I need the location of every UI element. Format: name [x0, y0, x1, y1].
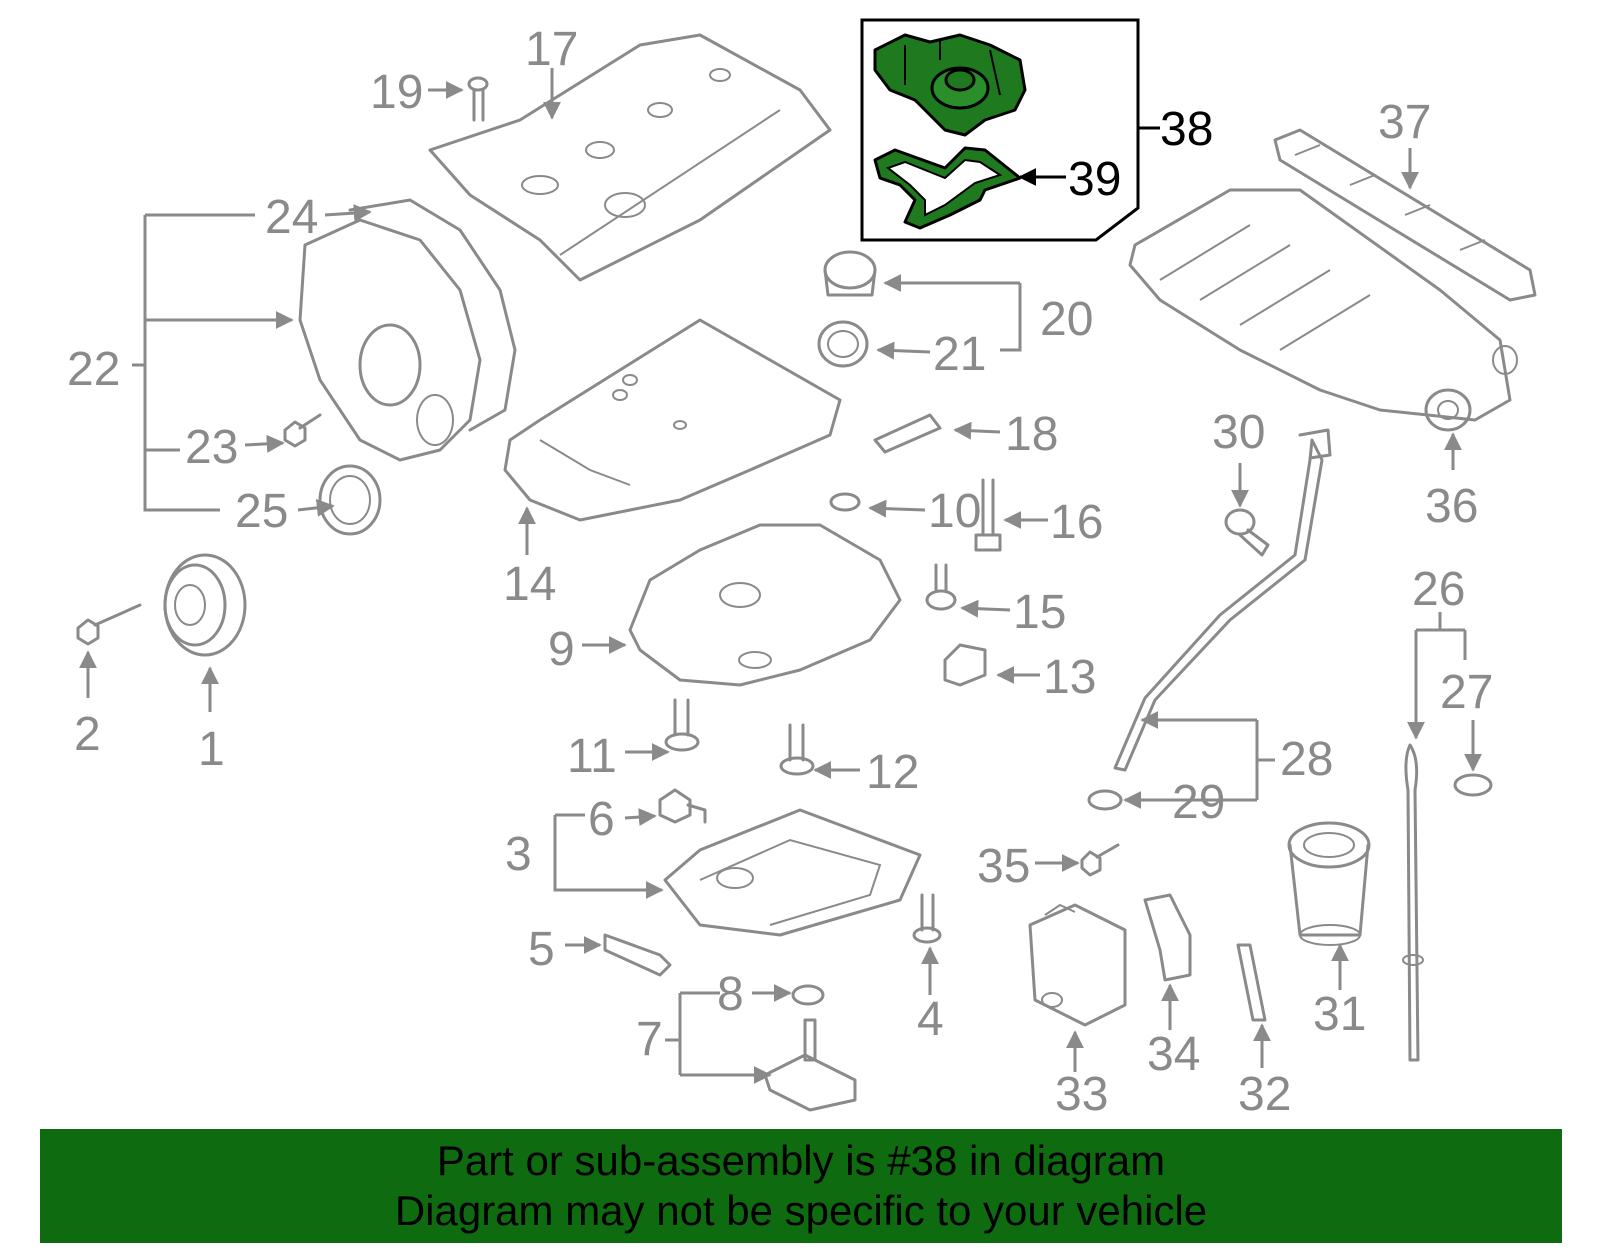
- dipstick-part-26[interactable]: [1402, 743, 1424, 1062]
- callout-27: 27: [1440, 666, 1493, 719]
- callout-20: 20: [1040, 293, 1093, 346]
- callout-7: 7: [636, 1013, 663, 1066]
- callout-31: 31: [1313, 988, 1366, 1041]
- callout-36: 36: [1425, 480, 1478, 533]
- callout-16: 16: [1050, 496, 1103, 549]
- info-banner: Part or sub-assembly is #38 in diagram D…: [40, 1129, 1562, 1243]
- callout-1: 1: [198, 723, 225, 776]
- dowel-part-32[interactable]: [1236, 943, 1267, 1022]
- valve-cover-part[interactable]: [428, 33, 832, 282]
- bolt-part-23[interactable]: [283, 413, 322, 448]
- oil-filter-part-31[interactable]: [1287, 821, 1371, 946]
- bolt-part-35[interactable]: [1080, 843, 1120, 877]
- callout-35: 35: [977, 840, 1030, 893]
- banner-line-2: Diagram may not be specific to your vehi…: [394, 1187, 1208, 1234]
- callout-2: 2: [74, 708, 101, 761]
- oil-cap-seal-part-21[interactable]: [817, 320, 869, 368]
- manifold-gasket-part-37[interactable]: [1273, 128, 1537, 302]
- callout-14: 14: [503, 558, 556, 611]
- oil-cooler-part-33[interactable]: [1028, 903, 1127, 1027]
- o-ring-part-27[interactable]: [1453, 773, 1493, 797]
- callout-26: 26: [1412, 563, 1465, 616]
- washer-part-10[interactable]: [829, 492, 861, 512]
- crankcase-vent-part-38[interactable]: [873, 33, 1027, 137]
- dipstick-tube-part-28[interactable]: [1113, 428, 1332, 772]
- callout-24: 24: [265, 191, 318, 244]
- timing-cover-part[interactable]: [298, 198, 517, 462]
- bracket-part-34[interactable]: [1143, 893, 1192, 982]
- banner-line-1: Part or sub-assembly is #38 in diagram: [436, 1137, 1166, 1184]
- gasket-part-39[interactable]: [873, 146, 1022, 230]
- bolt-part-16[interactable]: [974, 478, 1002, 552]
- callout-33: 33: [1055, 1068, 1108, 1121]
- bolt-part-11[interactable]: [664, 698, 700, 752]
- callout-19: 19: [370, 66, 423, 119]
- o-ring-part-8[interactable]: [791, 984, 825, 1006]
- bolt-part-12[interactable]: [779, 723, 815, 776]
- callout-4: 4: [917, 993, 944, 1046]
- callout-32: 32: [1238, 1068, 1291, 1121]
- callout-18: 18: [1005, 408, 1058, 461]
- level-sensor-part-7[interactable]: [763, 1018, 857, 1112]
- o-ring-part-29[interactable]: [1087, 789, 1123, 811]
- callout-23: 23: [185, 421, 238, 474]
- callout-39: 39: [1068, 153, 1121, 206]
- callout-30: 30: [1212, 406, 1265, 459]
- callout-25: 25: [235, 485, 288, 538]
- baffle-part-14[interactable]: [503, 318, 842, 522]
- callout-17: 17: [525, 23, 578, 76]
- callout-3: 3: [505, 828, 532, 881]
- callout-37: 37: [1378, 96, 1431, 149]
- callout-15: 15: [1013, 586, 1066, 639]
- bolt-part-15[interactable]: [925, 563, 957, 611]
- pulley-part-1[interactable]: [163, 553, 247, 657]
- callout-34: 34: [1147, 1028, 1200, 1081]
- bracket-part-30[interactable]: [1224, 508, 1270, 557]
- oil-pan-part-3[interactable]: [663, 808, 922, 937]
- callout-6: 6: [588, 793, 615, 846]
- intake-manifold-part-36[interactable]: [1128, 188, 1518, 432]
- callout-38: 38: [1160, 103, 1213, 156]
- leader-lines: [79, 68, 1482, 1084]
- callout-13: 13: [1043, 651, 1096, 704]
- callout-21: 21: [933, 328, 986, 381]
- sensor-part-18[interactable]: [873, 413, 942, 454]
- callout-12: 12: [866, 746, 919, 799]
- oil-cap-part-20[interactable]: [823, 250, 877, 297]
- callout-labels: 19 17 24 22 23 25 2 1 14 9 20 21 18 10 1…: [67, 23, 1493, 1121]
- clip-part-13[interactable]: [943, 643, 987, 687]
- callout-5: 5: [528, 923, 555, 976]
- callout-9: 9: [548, 623, 575, 676]
- callout-8: 8: [717, 968, 744, 1021]
- callout-28: 28: [1280, 733, 1333, 786]
- callout-10: 10: [928, 485, 981, 538]
- bolt-part-2[interactable]: [76, 603, 142, 646]
- seal-part-25[interactable]: [318, 464, 382, 536]
- callout-29: 29: [1172, 776, 1225, 829]
- callout-11: 11: [567, 730, 617, 783]
- bolt-part-19[interactable]: [467, 76, 489, 122]
- plug-part-6[interactable]: [658, 788, 707, 824]
- lower-block-part-9[interactable]: [628, 523, 902, 687]
- sensor-part-5[interactable]: [603, 933, 672, 977]
- callout-22: 22: [67, 343, 120, 396]
- bolt-part-4[interactable]: [912, 893, 942, 944]
